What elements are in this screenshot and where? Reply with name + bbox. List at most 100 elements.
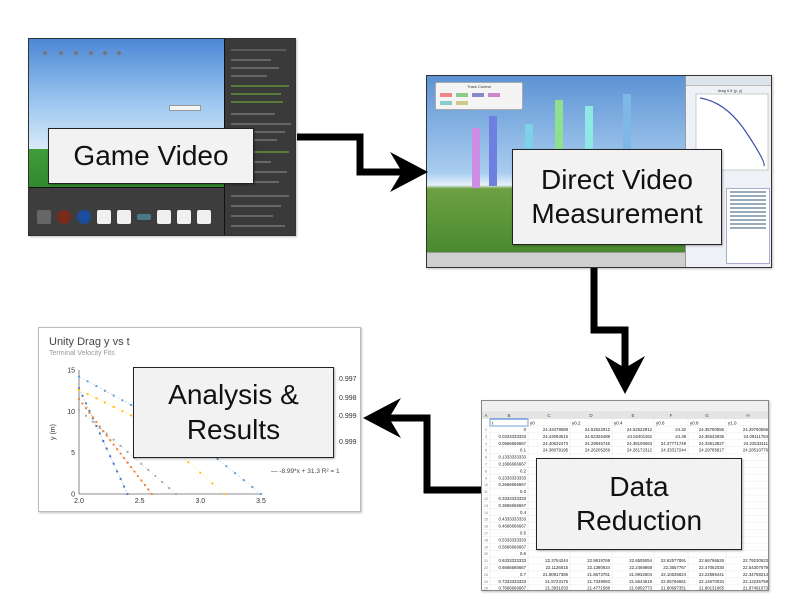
cell-value: 24.22533111	[744, 441, 769, 446]
row-number: 16	[484, 525, 488, 529]
row-number: 18	[484, 538, 488, 542]
cell-value: 21.6644519	[629, 579, 652, 584]
cell-value: 0.4	[520, 510, 527, 515]
cell-value: 22.62577891	[661, 558, 687, 563]
x-tick-label: 3.0	[195, 498, 205, 505]
data-point	[105, 447, 108, 450]
track-chip[interactable]	[488, 93, 500, 97]
cell-value: 22.47062030	[699, 565, 725, 570]
asset-thumbnail	[57, 210, 71, 224]
y-tick-label: 10	[67, 409, 75, 416]
cell-value: 22.05766561	[661, 579, 687, 584]
cell-value: 0.4333333333	[499, 517, 527, 522]
cell-value: 24.52326489	[585, 434, 611, 439]
falling-sphere	[103, 51, 107, 55]
label-game-video: Game Video	[48, 128, 254, 184]
cell-value: 0.5666666667	[499, 544, 527, 549]
cell-value: 22.12236759	[743, 579, 769, 584]
cell-value: 0.5	[520, 531, 527, 536]
row-number: 7	[485, 463, 487, 467]
label-reduction-text: Reduction	[575, 505, 703, 536]
label-data-text: Data	[609, 470, 669, 502]
track-chip[interactable]	[440, 93, 452, 97]
column-header: G	[705, 413, 709, 418]
column-header-row	[482, 411, 768, 419]
asset-thumbnail	[117, 210, 131, 224]
reset-button[interactable]	[169, 105, 201, 111]
row-number: 13	[484, 504, 488, 508]
label-analysis-text: Analysis &	[168, 379, 299, 411]
cell-value: 0.0666666667	[499, 441, 527, 446]
data-point	[150, 492, 153, 496]
data-point	[112, 462, 115, 465]
data-point	[112, 394, 115, 397]
tracker-playback-toolbar[interactable]	[427, 252, 685, 267]
column-label: y0	[530, 421, 535, 426]
cell-value: 21.6802773	[629, 586, 652, 591]
data-point	[112, 405, 115, 408]
r-squared-label: 0.999	[339, 439, 357, 446]
track-chip[interactable]	[456, 93, 468, 97]
cell-value: 21.7349083	[587, 579, 610, 584]
cell-value: 24.52522912	[627, 427, 653, 432]
cell-value: 24.52401162	[627, 434, 652, 439]
row-number: 8	[485, 469, 487, 473]
asset-thumbnail	[97, 210, 111, 224]
row-number: 6	[485, 456, 487, 460]
cell-value: 0.2333333333	[499, 475, 527, 480]
cell-value: 0.3	[520, 489, 527, 494]
track-chip[interactable]	[440, 101, 452, 105]
column-header: B	[507, 413, 510, 418]
falling-sphere	[117, 51, 121, 55]
row-number: 21	[484, 559, 488, 563]
chart-subtitle: Terminal Velocity Fits	[49, 350, 115, 357]
column-label: y0.6	[656, 421, 665, 426]
track-chip[interactable]	[472, 93, 484, 97]
cell-value: 0	[524, 427, 527, 432]
row-number: 23	[484, 573, 488, 577]
cell-value: 0.6333333333	[499, 558, 527, 563]
falling-sphere	[74, 51, 78, 55]
row-number: 12	[484, 497, 488, 501]
row-number: 11	[484, 490, 488, 494]
cell-value: 0.1666666667	[499, 462, 527, 467]
label-direct-video-measurement: Direct Video Measurement	[512, 149, 722, 245]
row-number: 10	[484, 483, 488, 487]
cell-value: 0.6666666667	[499, 565, 527, 570]
cell-value: 24.26205269	[585, 448, 611, 453]
cell-value: 22.1126515	[546, 565, 569, 570]
x-tick-label: 3.5	[256, 498, 266, 505]
cell-value: 22.34758214	[743, 572, 769, 577]
cell-value: 24.28510776	[743, 448, 769, 453]
cell-value: 22.3657767	[663, 565, 686, 570]
cell-value: 22.79230523	[743, 558, 769, 563]
data-point	[95, 397, 98, 400]
cell-value: 24.29785817	[699, 448, 725, 453]
asset-thumbnail	[77, 210, 91, 224]
cell-value: 21.80697351	[661, 586, 687, 591]
cell-value: 24.26172312	[627, 448, 653, 453]
data-point	[77, 388, 81, 391]
asset-thumbnail	[137, 214, 151, 220]
falling-sphere	[59, 51, 63, 55]
arrowhead-tracker-to-sheet	[605, 356, 645, 394]
label-measurement-text: Measurement	[531, 198, 703, 229]
cell-value: 0.5333333333	[499, 537, 527, 542]
arrow-sheet-to-chart	[383, 414, 481, 494]
label-game-video-text: Game Video	[73, 139, 229, 171]
cell-value: 21.3931033	[545, 586, 568, 591]
cell-value: 24.32	[675, 427, 686, 432]
cell-value: 22.10636824	[661, 572, 687, 577]
column-label: y1.0	[728, 421, 737, 426]
cell-value: 24.33317244	[661, 448, 687, 453]
column-header: D	[589, 413, 593, 418]
r-squared-label: 0.998	[339, 395, 357, 402]
y-tick-label: 15	[67, 368, 75, 375]
asset-thumbnail	[177, 210, 191, 224]
track-chip[interactable]	[456, 101, 468, 105]
data-point	[116, 448, 119, 451]
r-squared-label: 0.999	[339, 413, 357, 420]
label-results-text: Results	[186, 413, 281, 445]
x-tick-label: 2.5	[135, 498, 145, 505]
track-control-window[interactable]: Track Control	[435, 82, 523, 110]
